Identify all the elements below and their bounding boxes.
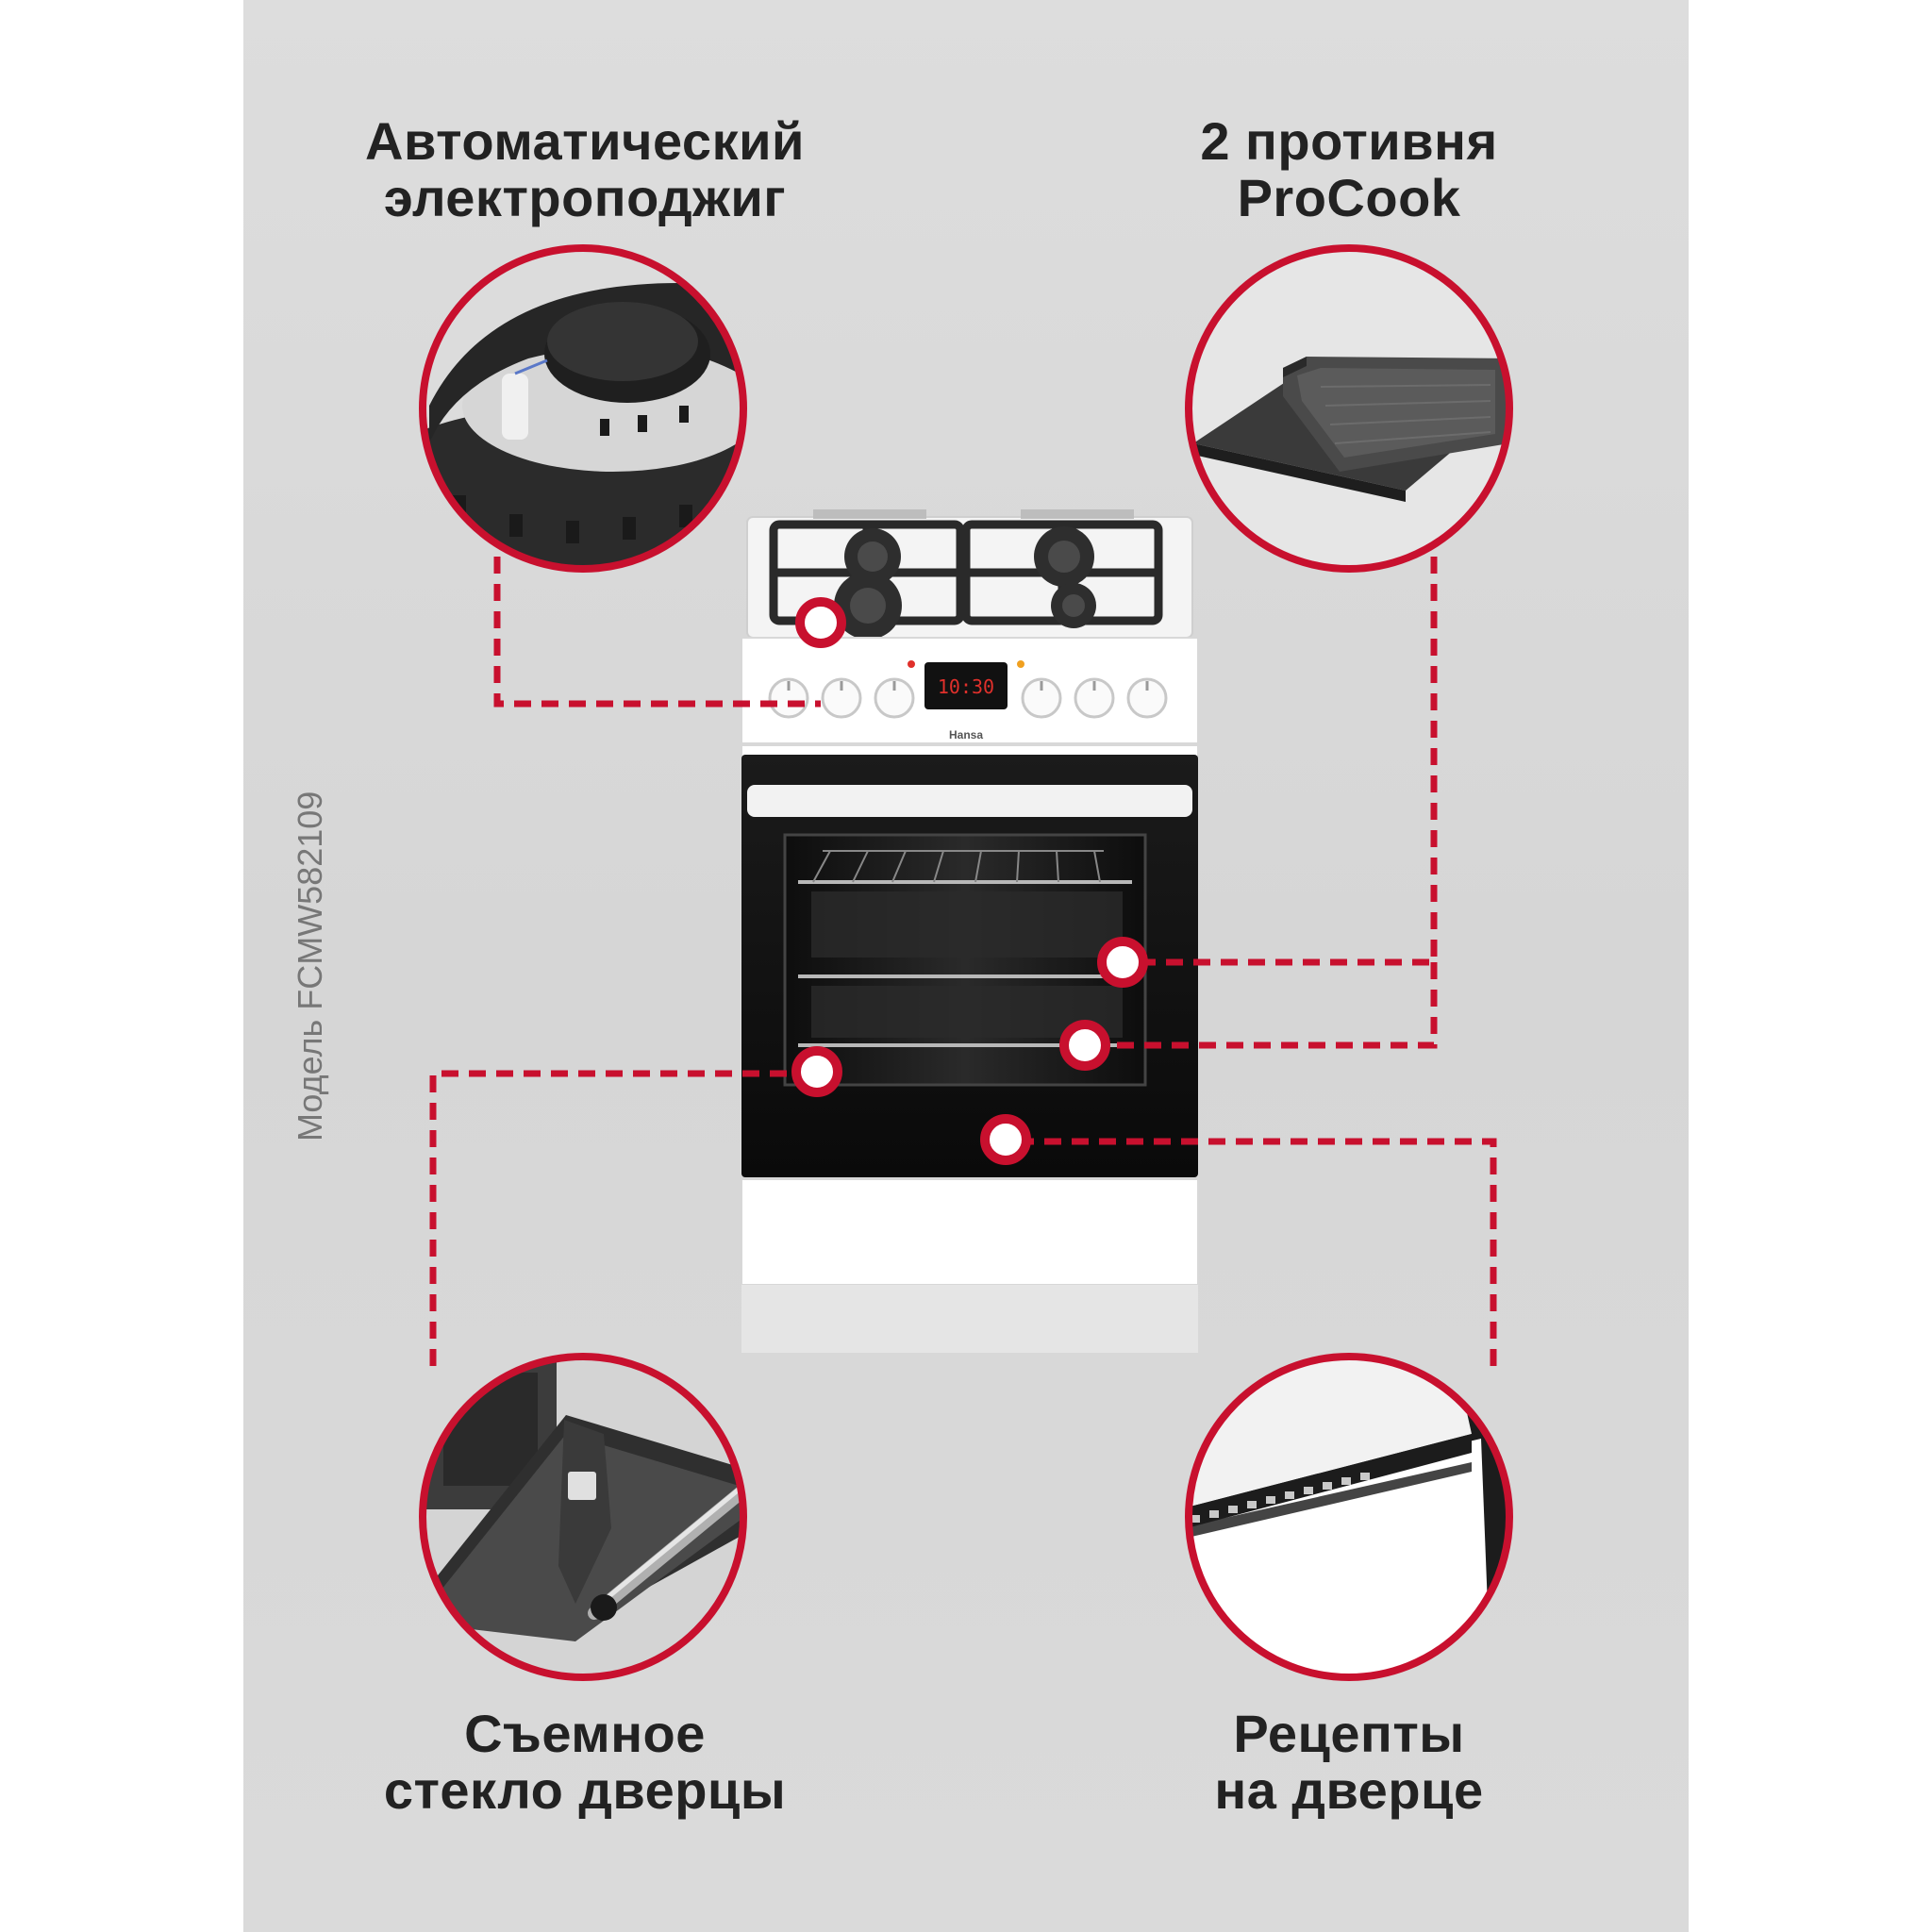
stove-reflection: [741, 1285, 1198, 1353]
stove-hinge: [813, 509, 926, 519]
feature-recipes-line1: Рецепты: [1233, 1704, 1465, 1763]
feature-title-ignition: Автоматический электроподжиг: [311, 113, 858, 226]
knob-icon: [1126, 677, 1168, 719]
knob-icon: [1074, 677, 1115, 719]
storage-drawer: [741, 1178, 1199, 1286]
feature-title-recipes: Рецепты на дверце: [1113, 1706, 1585, 1819]
knobs: [768, 677, 1168, 719]
callout-markers: [791, 597, 1148, 1165]
oven-rack-grid: [812, 850, 1104, 883]
timer-display: [924, 662, 1008, 709]
feature-trays-line1: 2 противня: [1200, 111, 1498, 171]
oven-handle: [747, 785, 1192, 817]
brand-logo: Hansa: [949, 728, 983, 741]
feature-ignition-line1: Автоматический: [365, 111, 805, 171]
feature-title-trays: 2 противня ProCook: [1113, 113, 1585, 226]
oven-tray-upper: [811, 891, 1123, 958]
feature-recipes-line2: на дверце: [1214, 1760, 1484, 1820]
knob-icon: [821, 677, 862, 719]
knob-icon: [768, 677, 809, 719]
feature-glass-line1: Съемное: [464, 1704, 706, 1763]
detail-recipes: [1185, 1353, 1513, 1681]
marker-ignition: [795, 597, 846, 648]
stove-hinge: [1021, 509, 1134, 519]
detail-glass: [419, 1353, 747, 1681]
marker-glass: [791, 1046, 842, 1097]
feature-title-glass: Съемное стекло дверцы: [311, 1706, 858, 1819]
knob-icon: [874, 677, 915, 719]
feature-trays-line2: ProCook: [1237, 168, 1461, 227]
leader-lines: [429, 557, 1497, 1366]
detail-ignition: [419, 244, 747, 573]
burners: [834, 526, 1096, 640]
timer-time: 10:30: [938, 675, 994, 698]
marker-tray-lower: [1059, 1020, 1110, 1071]
marker-tray-upper: [1097, 937, 1148, 988]
feature-ignition-line2: электроподжиг: [383, 168, 787, 227]
stove: 10:30 Hansa: [741, 509, 1199, 1353]
feature-glass-line2: стекло дверцы: [383, 1760, 787, 1820]
marker-recipes: [980, 1114, 1031, 1165]
detail-trays: [1185, 244, 1513, 573]
knob-icon: [1021, 677, 1062, 719]
